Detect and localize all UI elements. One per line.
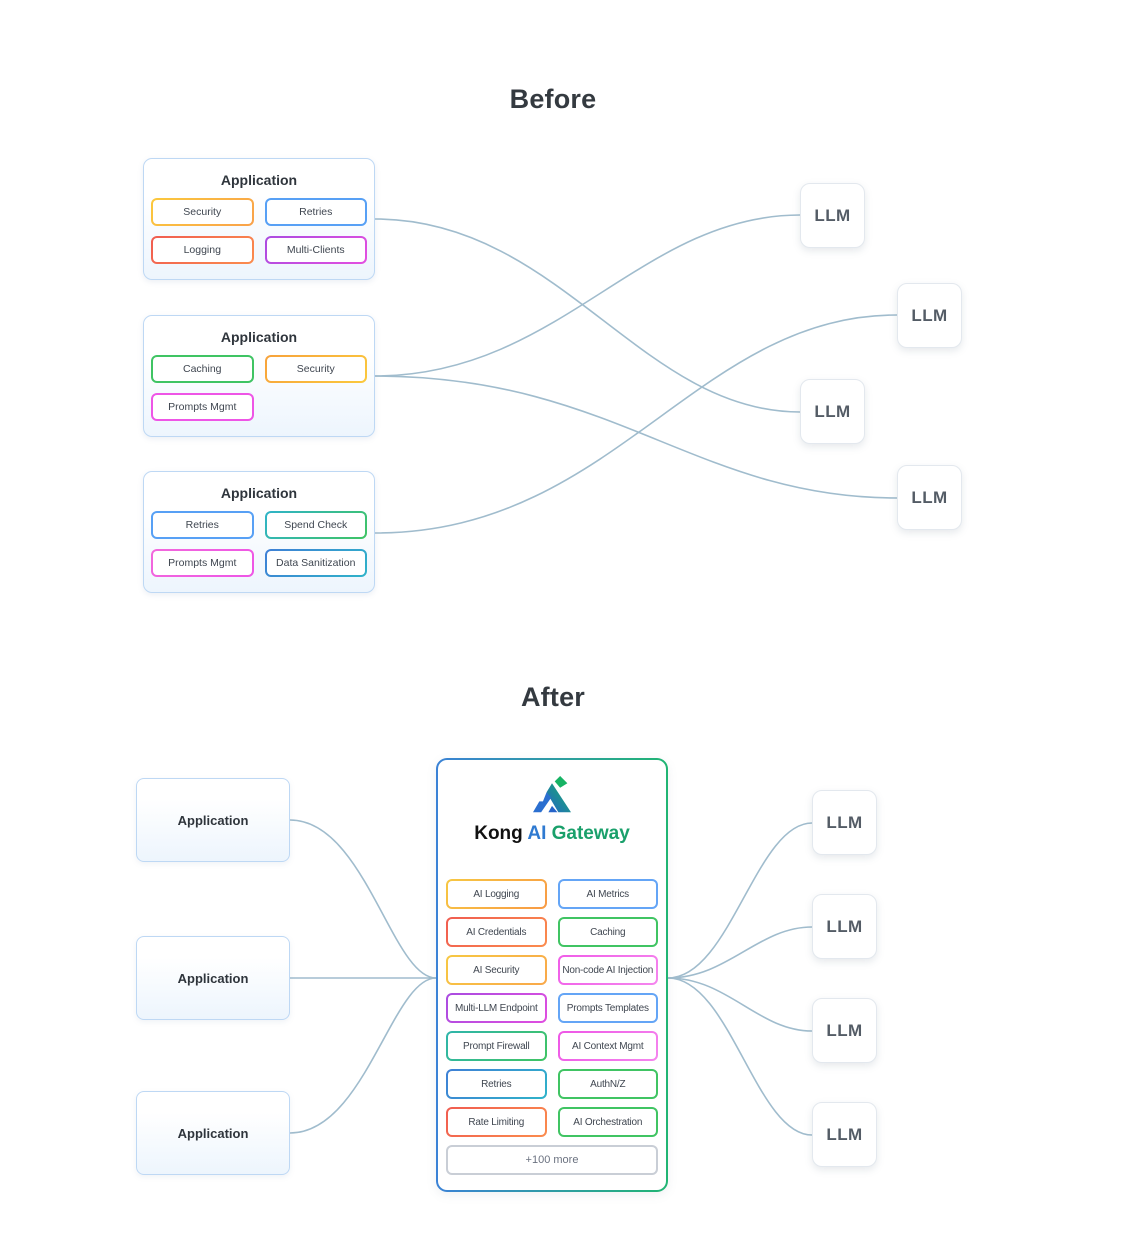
- tag-grid: Security Retries Logging Multi-Clients: [144, 188, 374, 264]
- llm-box: LLM: [897, 465, 962, 530]
- connector-line: [374, 218, 801, 413]
- feature-tag: Data Sanitization: [264, 549, 367, 577]
- feature-tag: Prompts Templates: [557, 993, 658, 1023]
- feature-tag: Non-code AI Injection: [557, 955, 658, 985]
- application-box-4: Application: [136, 778, 290, 862]
- llm-box: LLM: [812, 1102, 877, 1167]
- connector-line: [374, 214, 801, 377]
- feature-tag-label: AI Credentials: [448, 919, 545, 945]
- feature-tag-label: Data Sanitization: [266, 551, 365, 575]
- feature-tag-label: Retries: [266, 200, 365, 224]
- gateway-tag-grid: AI Logging AI Metrics AI Credentials Cac…: [438, 879, 666, 1175]
- application-box-3: Application Retries Spend Check Prompts …: [143, 471, 375, 593]
- feature-tag-label: Logging: [153, 238, 252, 262]
- feature-tag: AI Orchestration: [557, 1107, 658, 1137]
- tag-grid: Caching Security Prompts Mgmt: [144, 345, 374, 421]
- feature-tag-label: Retries: [153, 513, 252, 537]
- feature-tag: AI Credentials: [446, 917, 547, 947]
- feature-tag: Caching: [557, 917, 658, 947]
- application-box-5: Application: [136, 936, 290, 1020]
- connector-line: [667, 926, 813, 979]
- feature-tag-label: Non-code AI Injection: [559, 957, 656, 983]
- application-box-2: Application Caching Security Prompts Mgm…: [143, 315, 375, 437]
- application-title: Application: [220, 329, 298, 345]
- feature-tag-label: Caching: [153, 357, 252, 381]
- feature-tag: Prompts Mgmt: [151, 393, 254, 421]
- gateway-text: Gateway: [551, 823, 630, 844]
- feature-tag: Multi-Clients: [264, 236, 367, 264]
- llm-box: LLM: [812, 790, 877, 855]
- llm-box: LLM: [897, 283, 962, 348]
- feature-tag-label: Prompt Firewall: [448, 1033, 545, 1059]
- feature-tag-label: Retries: [448, 1071, 545, 1097]
- feature-tag-label: Multi-Clients: [266, 238, 365, 262]
- tag-grid: Retries Spend Check Prompts Mgmt Data Sa…: [144, 501, 374, 577]
- application-box-1: Application Security Retries Logging Mul…: [143, 158, 375, 280]
- llm-box: LLM: [800, 379, 865, 444]
- feature-tag: AI Context Mgmt: [557, 1031, 658, 1061]
- feature-tag-label: Caching: [559, 919, 656, 945]
- application-title: Application: [220, 485, 298, 501]
- ai-text: AI: [527, 823, 547, 844]
- llm-box: LLM: [800, 183, 865, 248]
- feature-tag-label: Rate Limiting: [448, 1109, 545, 1135]
- feature-tag-label: AI Metrics: [559, 881, 656, 907]
- llm-box: LLM: [812, 998, 877, 1063]
- feature-tag: AuthN/Z: [557, 1069, 658, 1099]
- feature-tag-label: AI Orchestration: [559, 1109, 656, 1135]
- connector-line: [667, 822, 813, 979]
- feature-tag: Security: [151, 198, 254, 226]
- feature-tag-label: Prompts Templates: [559, 995, 656, 1021]
- feature-tag: Retries: [446, 1069, 547, 1099]
- connector-line: [289, 977, 437, 1134]
- connector-line: [667, 977, 813, 1136]
- feature-tag: Security: [264, 355, 367, 383]
- feature-tag: AI Logging: [446, 879, 547, 909]
- feature-tag-label: Multi-LLM Endpoint: [448, 995, 545, 1021]
- feature-tag-label: AI Logging: [448, 881, 545, 907]
- kong-wordmark: Kong AI Gateway: [438, 823, 666, 845]
- more-features-tag: +100 more: [446, 1145, 658, 1175]
- feature-tag: Caching: [151, 355, 254, 383]
- feature-tag-label: Prompts Mgmt: [153, 395, 252, 419]
- feature-tag-label: Security: [153, 200, 252, 224]
- feature-tag-label: Spend Check: [266, 513, 365, 537]
- llm-box: LLM: [812, 894, 877, 959]
- feature-tag-label: AI Context Mgmt: [559, 1033, 656, 1059]
- feature-tag: Retries: [151, 511, 254, 539]
- feature-tag: Logging: [151, 236, 254, 264]
- feature-tag-label: AI Security: [448, 957, 545, 983]
- feature-tag: Prompt Firewall: [446, 1031, 547, 1061]
- after-heading: After: [520, 682, 585, 712]
- kong-brand-text: Kong: [474, 823, 523, 844]
- feature-tag: AI Security: [446, 955, 547, 985]
- feature-tag: Prompts Mgmt: [151, 549, 254, 577]
- application-title: Application: [220, 172, 298, 188]
- connector-line: [374, 314, 898, 534]
- application-box-6: Application: [136, 1091, 290, 1175]
- connector-line: [289, 819, 437, 979]
- feature-tag: AI Metrics: [557, 879, 658, 909]
- feature-tag-label: Prompts Mgmt: [153, 551, 252, 575]
- connector-line: [374, 375, 898, 499]
- more-features-label: +100 more: [448, 1147, 656, 1173]
- feature-tag: Spend Check: [264, 511, 367, 539]
- feature-tag-label: Security: [266, 357, 365, 381]
- kong-ai-gateway-box: Kong AI Gateway AI Logging AI Metrics AI…: [436, 758, 668, 1192]
- kong-gorilla-icon: [533, 776, 571, 813]
- feature-tag: Multi-LLM Endpoint: [446, 993, 547, 1023]
- feature-tag: Retries: [264, 198, 367, 226]
- feature-tag: Rate Limiting: [446, 1107, 547, 1137]
- connector-line: [667, 977, 813, 1032]
- feature-tag-label: AuthN/Z: [559, 1071, 656, 1097]
- before-heading: Before: [509, 84, 597, 114]
